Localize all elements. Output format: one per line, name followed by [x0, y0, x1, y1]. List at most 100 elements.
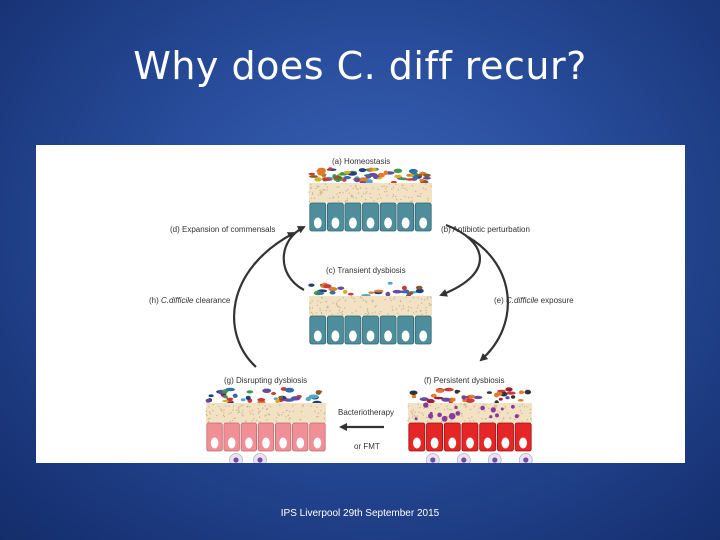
mucus-speck: [324, 189, 326, 191]
mucus-speck: [350, 185, 352, 187]
mucus-speck: [314, 410, 316, 413]
mucus-speck: [374, 306, 376, 308]
mucus-speck: [344, 201, 346, 203]
bacterium-mark: [308, 394, 319, 399]
mucus-speck: [507, 412, 509, 414]
mucus-speck: [526, 418, 528, 421]
mucus-speck: [391, 306, 393, 308]
mucus-speck: [337, 200, 340, 202]
mucus-speck: [279, 404, 281, 407]
mucus-speck: [416, 307, 419, 309]
mucus-speck: [265, 408, 268, 411]
mucus-speck: [404, 187, 406, 190]
mucus-speck: [427, 197, 429, 200]
mucus-speck: [311, 300, 313, 302]
mucus-speck: [463, 403, 466, 405]
mucus-speck: [425, 309, 427, 312]
mucus-speck: [407, 405, 409, 407]
bacterium-mark: [422, 176, 431, 180]
mucus-speck: [237, 412, 239, 414]
mucus-speck: [366, 191, 368, 193]
bacterium-mark: [374, 289, 384, 293]
mucus-speck: [414, 411, 416, 413]
tissue-panel-homeostasis: [308, 167, 432, 232]
mucus-speck: [218, 405, 220, 408]
mucus-speck: [308, 200, 311, 203]
mucus-speck: [264, 415, 266, 417]
mucus-speck: [352, 196, 354, 198]
epithelial-cell: [479, 422, 497, 452]
bacterium-mark: [383, 170, 388, 176]
mucus-speck: [407, 420, 409, 422]
mucus-speck: [257, 411, 260, 413]
mucus-speck: [420, 309, 422, 312]
arrow-e: [467, 236, 509, 362]
mucus-speck: [430, 418, 432, 420]
mucus-speck: [310, 186, 312, 188]
label-transient-dysbiosis: (c) Transient dysbiosis: [326, 266, 406, 275]
mucus-speck: [364, 198, 367, 201]
mucus-speck: [316, 406, 318, 408]
mucus-speck: [228, 405, 230, 407]
mucus-speck: [339, 307, 341, 309]
mucus-speck: [405, 296, 408, 299]
bacterium-mark: [415, 288, 424, 294]
mucus-speck: [397, 312, 399, 315]
bacterium-mark: [387, 281, 393, 285]
bacterium-mark: [408, 168, 418, 174]
mucus-speck: [289, 417, 291, 419]
bacterium-mark: [364, 174, 372, 177]
mucus-layer: [309, 183, 432, 203]
mucus-speck: [355, 184, 357, 187]
mucus-speck: [308, 191, 310, 193]
mucus-speck: [222, 414, 225, 417]
mucus-speck: [416, 195, 419, 197]
mucus-speck: [437, 407, 440, 409]
mucus-speck: [321, 191, 323, 193]
bacterium-mark: [392, 289, 402, 294]
mucus-speck: [259, 416, 261, 418]
mucus-speck: [415, 311, 417, 313]
mucus-speck: [367, 311, 369, 313]
mucus-speck: [354, 300, 356, 303]
mucus-speck: [319, 307, 321, 309]
mucus-speck: [416, 415, 419, 417]
bacterium-mark: [394, 174, 402, 179]
mucus-speck: [411, 196, 413, 199]
mucus-speck: [367, 313, 369, 316]
mucus-speck: [205, 410, 207, 413]
bacterium-mark: [448, 397, 456, 402]
mucus-speck: [347, 189, 349, 191]
cell-nucleus: [210, 437, 219, 449]
mucus-speck: [302, 405, 304, 408]
mucus-speck: [378, 313, 381, 315]
mucus-speck: [424, 299, 426, 301]
mucus-speck: [494, 406, 496, 408]
bacterium-mark: [262, 388, 272, 394]
mucus-speck: [412, 409, 414, 411]
mucus-speck: [313, 197, 315, 199]
mucus-speck: [529, 412, 531, 414]
cell-nucleus: [384, 330, 392, 342]
bacterium-mark: [232, 393, 238, 398]
mucus-speck: [458, 410, 460, 412]
mucus-speck: [429, 304, 431, 306]
mucus-speck: [406, 189, 408, 191]
epithelial-cell: [223, 422, 240, 452]
bacterium-mark: [377, 172, 385, 178]
epithelial-cell: [326, 202, 344, 232]
label-expansion-commensals: (d) Expansion of commensals: [170, 225, 275, 234]
mucus-speck: [426, 416, 428, 419]
mucus-speck: [325, 309, 327, 312]
mucus-speck: [386, 185, 388, 188]
bacterium-mark: [359, 177, 369, 182]
mucus-speck: [320, 193, 322, 196]
mucus-speck: [418, 411, 420, 413]
bacterium-mark: [226, 397, 234, 401]
mucus-speck: [331, 313, 333, 315]
mucus-speck: [361, 297, 363, 299]
mucus-speck: [310, 183, 312, 186]
mucus-speck: [327, 305, 329, 307]
mucus-speck: [351, 296, 353, 298]
cell-nucleus: [401, 330, 410, 342]
